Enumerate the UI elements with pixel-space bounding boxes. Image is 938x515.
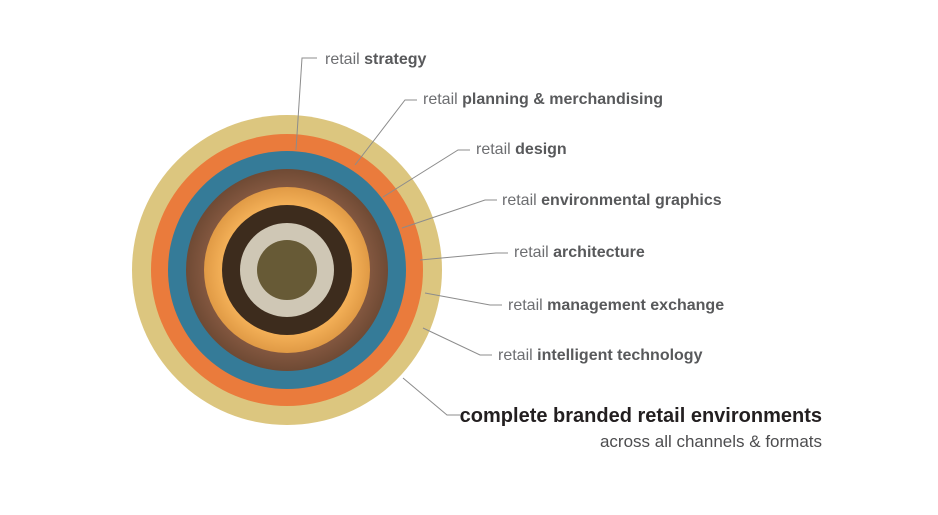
label-prefix: retail [508,297,543,314]
label-prefix: retail [325,51,360,68]
label-prefix: retail [514,244,549,261]
label-environmental-graphics: retail environmental graphics [502,193,722,209]
label-strategy: retail strategy [325,52,426,68]
leader-intelligent [422,327,492,356]
ring-intelligent-technology [257,240,317,300]
label-key: design [515,141,567,158]
leader-complete [402,377,460,416]
label-prefix: retail [502,192,537,209]
label-prefix: retail [476,141,511,158]
label-key: architecture [553,244,645,261]
label-key: intelligent technology [537,347,703,364]
leader-architecture [419,252,508,261]
label-prefix: retail [498,347,533,364]
summary-title: complete branded retail environments [459,405,822,427]
label-key: planning & merchandising [462,91,664,108]
leader-planning [354,99,417,166]
leader-strategy [295,57,317,151]
leader-env-graphics [401,199,497,229]
summary-block: complete branded retail environments acr… [460,405,822,452]
label-key: environmental graphics [541,192,722,209]
label-key: management exchange [547,297,725,314]
summary-subtitle: across all channels & formats [599,432,822,451]
leader-design [382,149,470,198]
label-design: retail design [476,142,567,158]
label-key: strategy [364,51,427,68]
leader-management [424,292,502,306]
label-planning-merchandising: retail planning & merchandising [423,92,663,108]
label-intelligent-technology: retail intelligent technology [498,348,702,364]
label-management-exchange: retail management exchange [508,298,724,314]
label-architecture: retail architecture [514,245,645,261]
label-prefix: retail [423,91,458,108]
